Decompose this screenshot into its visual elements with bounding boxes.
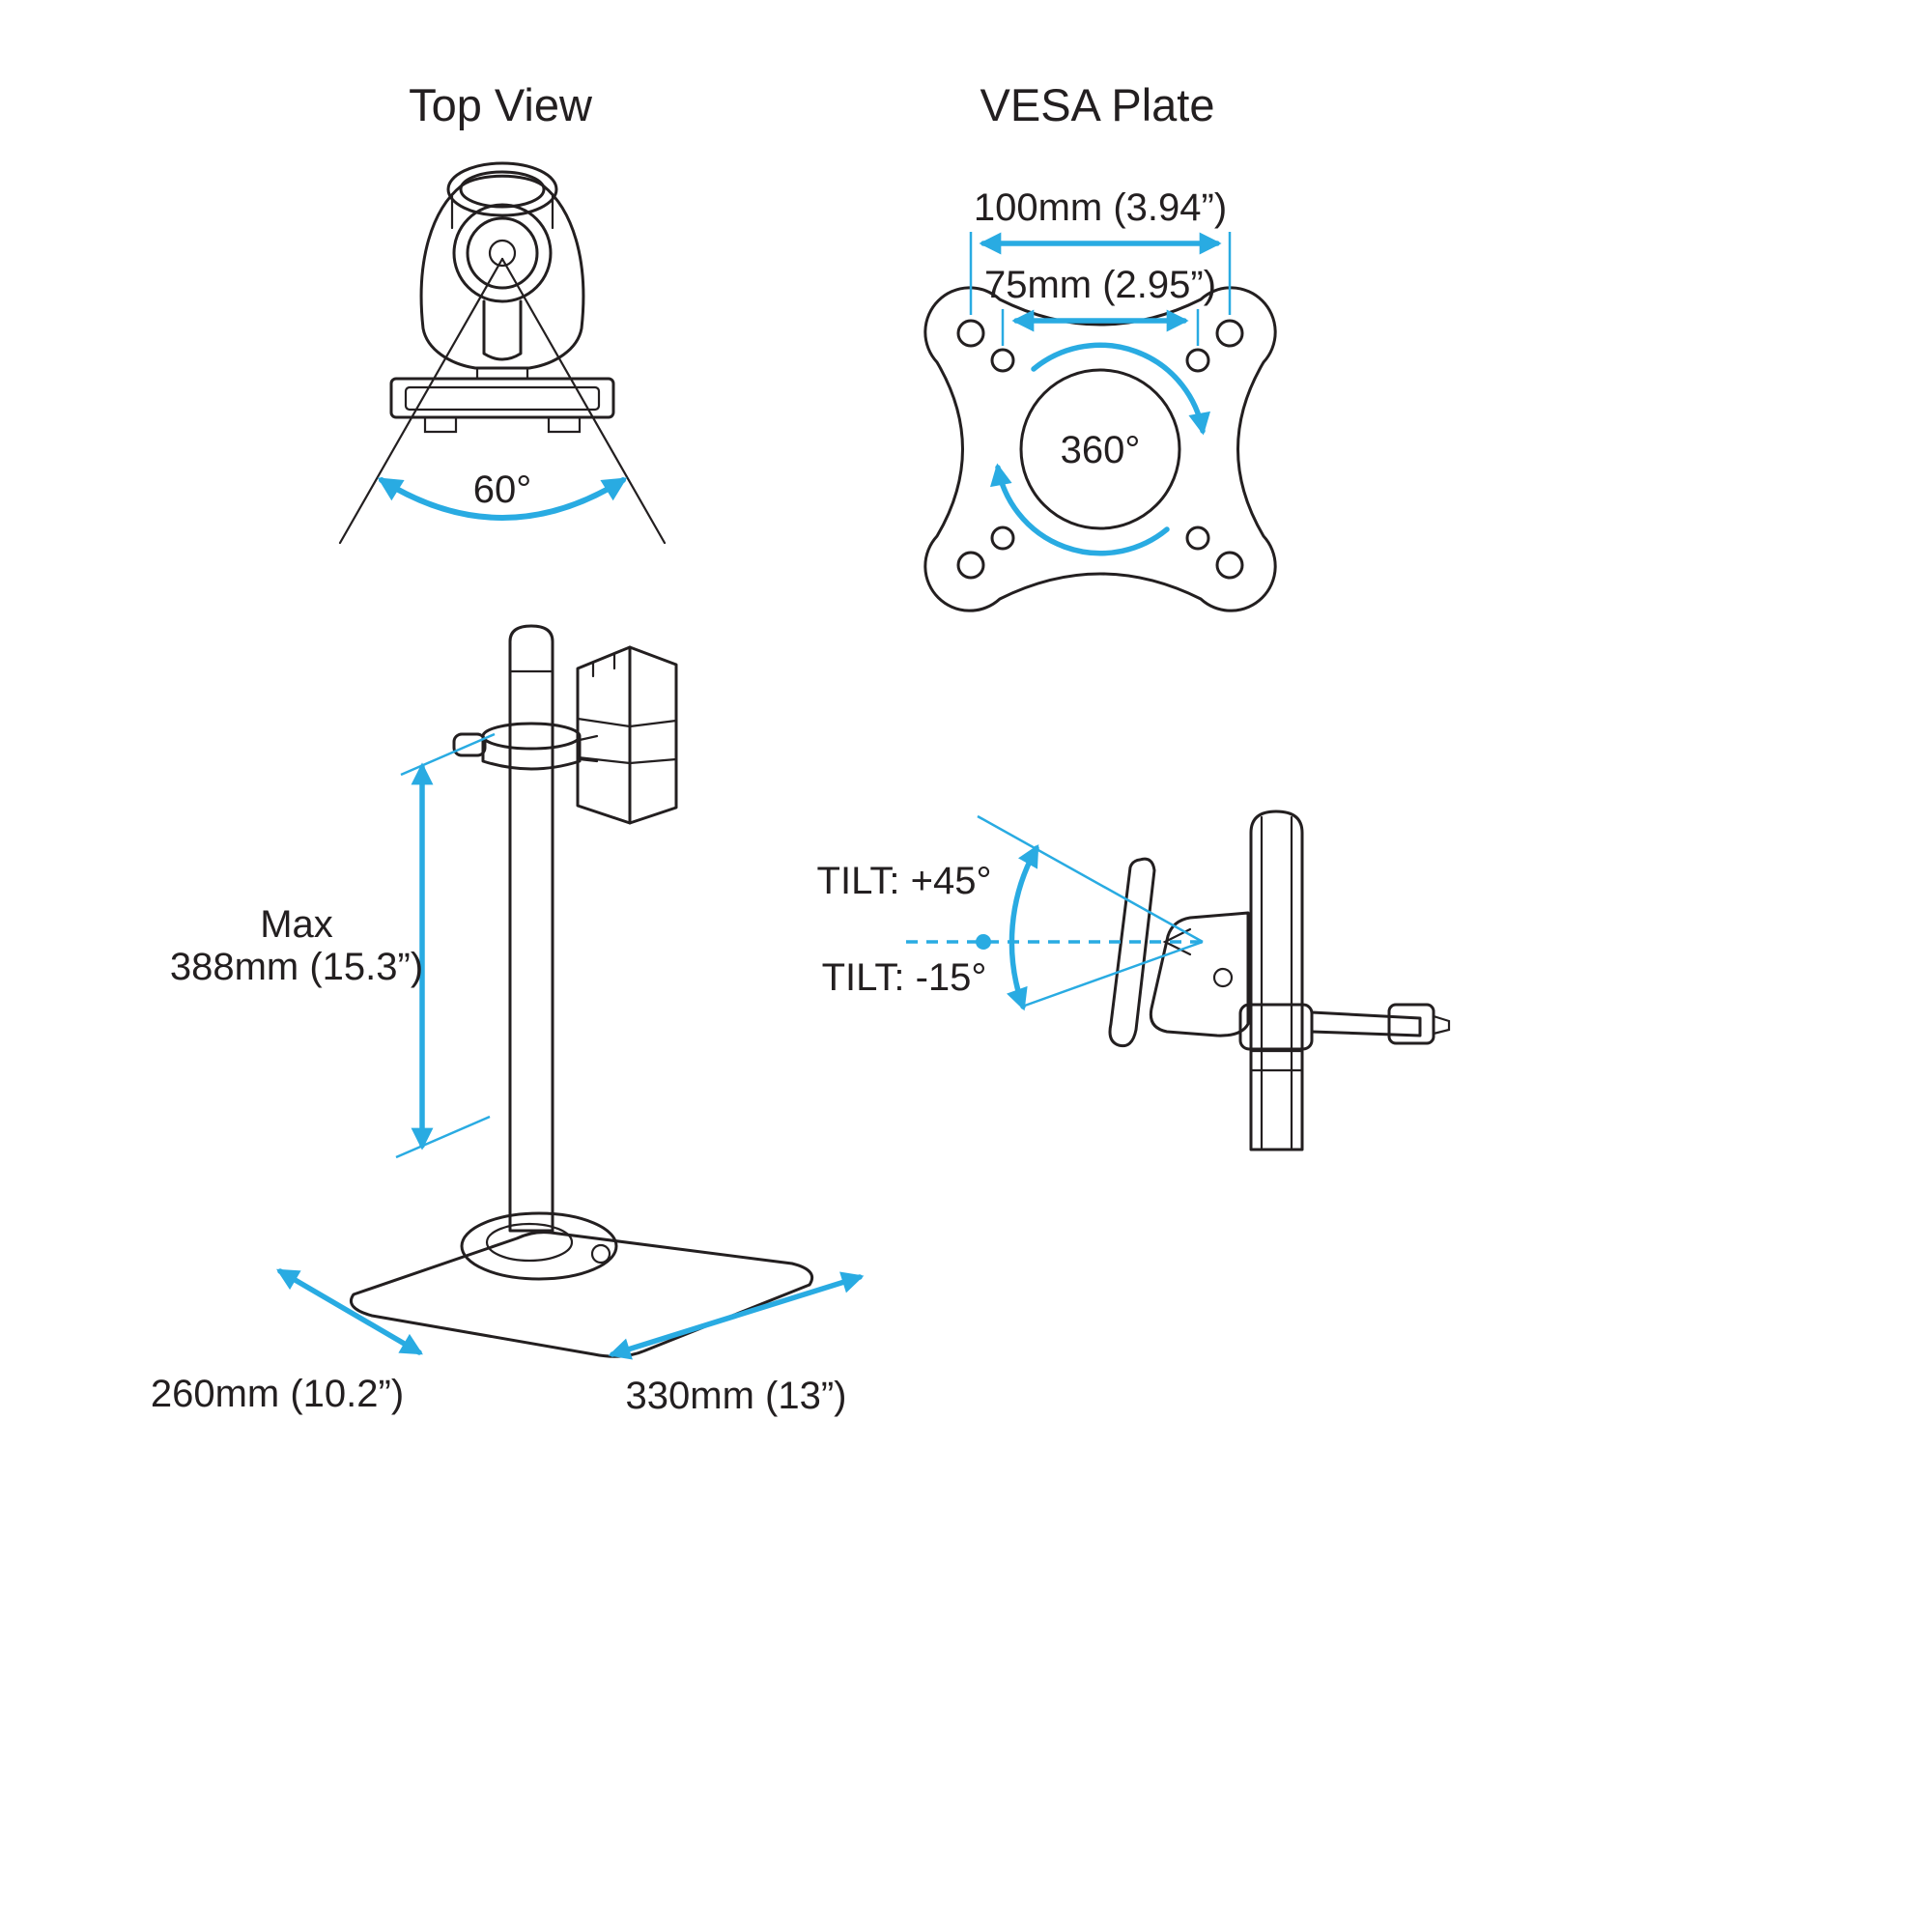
vesa-dimensions (969, 232, 1232, 346)
vesa-75mm-label: 75mm (2.95”) (984, 264, 1216, 306)
vesa-100mm-label: 100mm (3.94”) (974, 186, 1227, 229)
vesa-plate-drawing (923, 286, 1277, 612)
rotation-label: 360° (1061, 429, 1141, 471)
top-view-title: Top View (409, 79, 593, 130)
base-depth-label: 260mm (10.2”) (151, 1373, 404, 1415)
base-dimensions (276, 1268, 865, 1360)
vesa-plate-title: VESA Plate (980, 79, 1215, 130)
rotation-arrows (990, 342, 1210, 556)
height-max-value: 388mm (15.3”) (170, 946, 423, 988)
tilt-down-label: TILT: -15° (822, 956, 987, 999)
swivel-arc (377, 477, 628, 521)
top-view-drawing (338, 161, 667, 545)
height-max-label: Max (260, 903, 333, 946)
base-width-label: 330mm (13”) (626, 1375, 847, 1417)
tilt-up-label: TILT: +45° (817, 860, 992, 902)
height-dimension (395, 732, 496, 1159)
tilt-drawing (1108, 810, 1451, 1151)
swivel-angle-label: 60° (473, 469, 532, 511)
tilt-annotation (906, 814, 1204, 1011)
tilt-pivot-dot (976, 934, 991, 950)
